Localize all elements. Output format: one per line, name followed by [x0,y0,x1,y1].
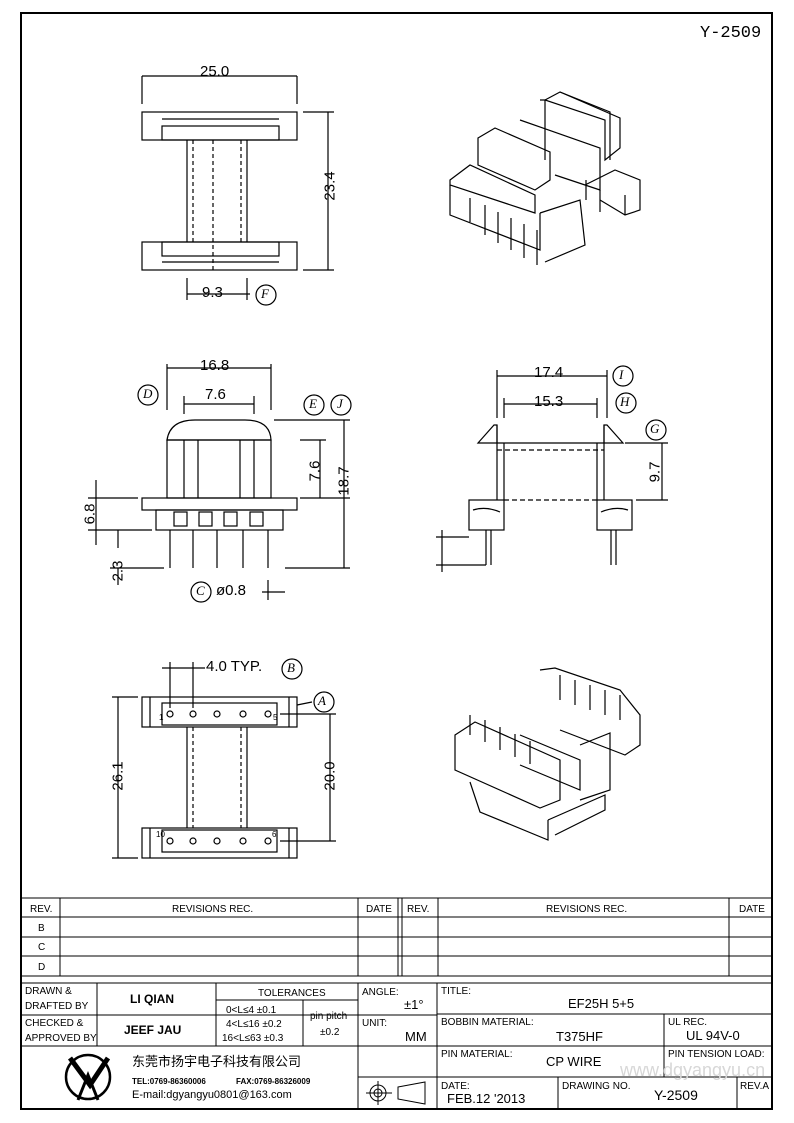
date-value: FEB.12 '2013 [447,1091,526,1106]
pin-pitch-label: pin pitch [310,1011,348,1022]
ul-value: UL 94V-0 [686,1028,740,1043]
pin-tension-label: PIN TENSION LOAD: [668,1049,765,1060]
bobbin-material-value: T375HF [556,1029,603,1044]
revision-label: REV.A [740,1081,770,1092]
dim-top-width: 25.0 [200,63,230,80]
pin-number-5: 5 [273,713,278,722]
tolerances-label: TOLERANCES [258,988,326,999]
rev-header-left: REV. [30,904,53,915]
dim-pin-diameter: ø0.8 [216,582,247,599]
title-value: EF25H 5+5 [568,996,635,1011]
drawing-sheet [20,12,773,1110]
angle-value: ±1° [404,997,424,1012]
dim-front-h2: 18.7 [335,466,353,496]
dim-front-h1: 7.6 [306,460,324,482]
front-view [88,364,352,603]
tolerance-1: 0<L≤4 ±0.1 [226,1005,277,1016]
company-fax: FAX:0769-86326009 [236,1077,311,1086]
dim-front-base: 6.8 [81,503,99,525]
unit-label: UNIT: [362,1018,387,1029]
rev-row-b: B [38,923,45,934]
side-view [436,365,668,572]
checked-label-2: APPROVED BY [25,1033,97,1044]
pin-pitch-value: ±0.2 [320,1027,340,1038]
projection-symbol [366,1081,426,1105]
drawn-value: LI QIAN [130,992,174,1006]
company-name: 东莞市扬宇电子科技有限公司 [132,1055,302,1070]
dim-front-width: 16.8 [200,357,230,374]
pin-number-10: 10 [156,830,165,839]
checked-label-1: CHECKED & [25,1018,84,1029]
company-logo [64,1053,112,1101]
drawing-number-top: Y-2509 [700,24,762,43]
date-header-right: DATE [739,904,765,915]
angle-label: ANGLE: [362,987,399,998]
dim-side-h: 9.7 [646,461,664,483]
dim-top-height: 23.4 [321,171,339,201]
bobbin-material-label: BOBBIN MATERIAL: [441,1017,534,1028]
dim-front-pin: 2.3 [109,560,127,582]
rev-row-c: C [38,942,46,953]
dim-side-w2: 15.3 [534,393,564,410]
pin-number-1: 1 [159,713,164,722]
label-e: E [309,396,317,411]
label-h: H [620,394,630,409]
dim-top-inner: 9.3 [202,284,223,301]
date-header-left: DATE [366,904,392,915]
isometric-view-top [449,91,641,265]
pin-number-6: 6 [272,830,277,839]
label-d: D [143,386,153,401]
dim-side-w1: 17.4 [534,364,564,381]
watermark-url: www.dgyangyu.cn [620,1060,766,1080]
drawing-no-value: Y-2509 [654,1087,698,1103]
top-view [141,75,334,306]
label-i: I [619,367,624,382]
label-j: J [337,396,343,411]
company-tel: TEL:0769-86360006 [132,1077,206,1086]
rev-row-d: D [38,962,46,973]
date-label: DATE: [441,1081,470,1092]
revisions-header-right: REVISIONS REC. [546,904,628,915]
drawn-label-2: DRAFTED BY [25,1001,89,1012]
tolerance-3: 16<L≤63 ±0.3 [222,1033,284,1044]
label-g: G [650,421,660,436]
checked-value: JEEF JAU [124,1023,182,1037]
pin-material-label: PIN MATERIAL: [441,1049,513,1060]
label-b: B [287,660,295,675]
revisions-header-left: REVISIONS REC. [172,904,254,915]
title-label: TITLE: [441,986,472,997]
drawn-label-1: DRAWN & [25,986,72,997]
label-f: F [261,286,269,301]
isometric-view-bottom [454,667,641,841]
tolerance-2: 4<L≤16 ±0.2 [226,1019,282,1030]
rev-header-right: REV. [407,904,430,915]
dim-bottom-h2: 20.0 [321,761,339,791]
label-a: A [318,693,326,708]
label-c: C [196,583,205,598]
bottom-view [112,658,336,859]
company-email: E-mail:dgyangyu0801@163.com [132,1089,292,1101]
unit-value: MM [405,1029,427,1044]
dim-pin-pitch: 4.0 TYP. [206,658,263,675]
dim-bottom-h1: 26.1 [109,761,127,791]
dim-front-inner: 7.6 [205,386,226,403]
ul-label: UL REC. [668,1017,708,1028]
pin-material-value: CP WIRE [546,1054,602,1069]
table-lines [22,897,771,1108]
drawing-no-label: DRAWING NO. [562,1081,631,1092]
